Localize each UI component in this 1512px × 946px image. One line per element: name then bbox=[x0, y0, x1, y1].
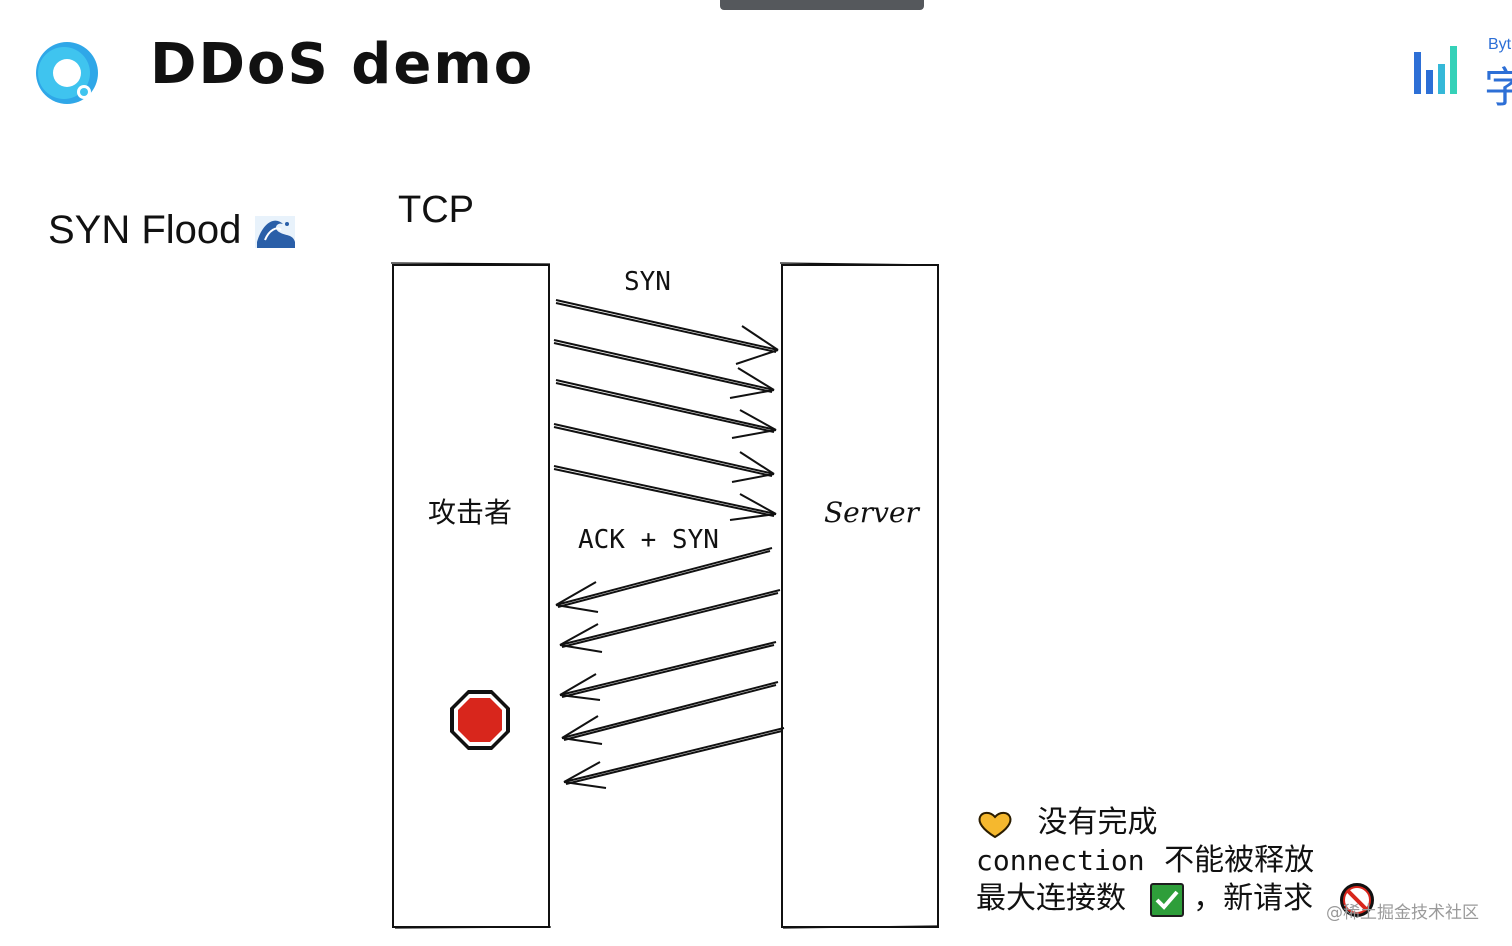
syn-arrow bbox=[555, 299, 779, 365]
slide-title: DDoS demo bbox=[150, 32, 535, 97]
yellow-heart-icon bbox=[978, 811, 1012, 838]
prohibited-icon bbox=[1339, 882, 1374, 917]
stop-sign-icon bbox=[450, 690, 510, 750]
ack-syn-arrow bbox=[555, 547, 773, 613]
server-box bbox=[779, 262, 940, 929]
watermark: @稀土掘金技术社区 bbox=[1326, 903, 1479, 923]
syn-flood-label: SYN Flood bbox=[48, 208, 242, 252]
syn-label: SYN bbox=[624, 267, 671, 297]
syn-arrow bbox=[553, 423, 775, 483]
note-line-2-text: 不能被释放 bbox=[1164, 843, 1315, 878]
syn-arrow bbox=[553, 339, 775, 399]
ack-syn-arrows bbox=[555, 547, 785, 789]
note-line-2: connection 不能被释放 bbox=[976, 842, 1375, 880]
tcp-label: TCP bbox=[398, 189, 474, 231]
note-connection-code: connection bbox=[976, 844, 1145, 877]
attacker-label: 攻击者 bbox=[428, 496, 512, 529]
note-line-1: 没有完成 bbox=[976, 804, 1375, 842]
ack-syn-arrow bbox=[559, 589, 781, 653]
note-line-1-text: 没有完成 bbox=[1037, 805, 1158, 840]
brand-text: Byt bbox=[1488, 36, 1512, 53]
app-logo-icon bbox=[36, 42, 98, 104]
check-box-icon bbox=[1149, 882, 1184, 917]
server-label: Server bbox=[824, 496, 921, 529]
attacker-box bbox=[390, 262, 552, 929]
syn-arrow bbox=[555, 379, 777, 439]
brand-bars-icon bbox=[1414, 46, 1457, 94]
ack-syn-arrow bbox=[561, 681, 779, 745]
syn-flood-heading: SYN Flood bbox=[48, 208, 297, 253]
ack-syn-label: ACK + SYN bbox=[578, 525, 719, 555]
ack-syn-arrow bbox=[559, 641, 777, 701]
syn-arrow bbox=[553, 465, 777, 521]
brand-logo: Byt 字 bbox=[1410, 36, 1512, 106]
syn-arrows bbox=[553, 299, 779, 521]
note-block: 没有完成 connection 不能被释放 最大连接数 ，新请求 bbox=[976, 804, 1375, 918]
ack-syn-arrow bbox=[563, 727, 785, 789]
window-top-tab bbox=[720, 0, 924, 10]
note-line-3-text-a: 最大连接数 bbox=[976, 881, 1126, 916]
wave-icon bbox=[254, 216, 295, 249]
note-line-3-text-b: ，新请求 bbox=[1193, 881, 1314, 916]
brand-text-cn: 字 bbox=[1484, 63, 1512, 106]
note-line-3: 最大连接数 ，新请求 bbox=[976, 880, 1375, 918]
